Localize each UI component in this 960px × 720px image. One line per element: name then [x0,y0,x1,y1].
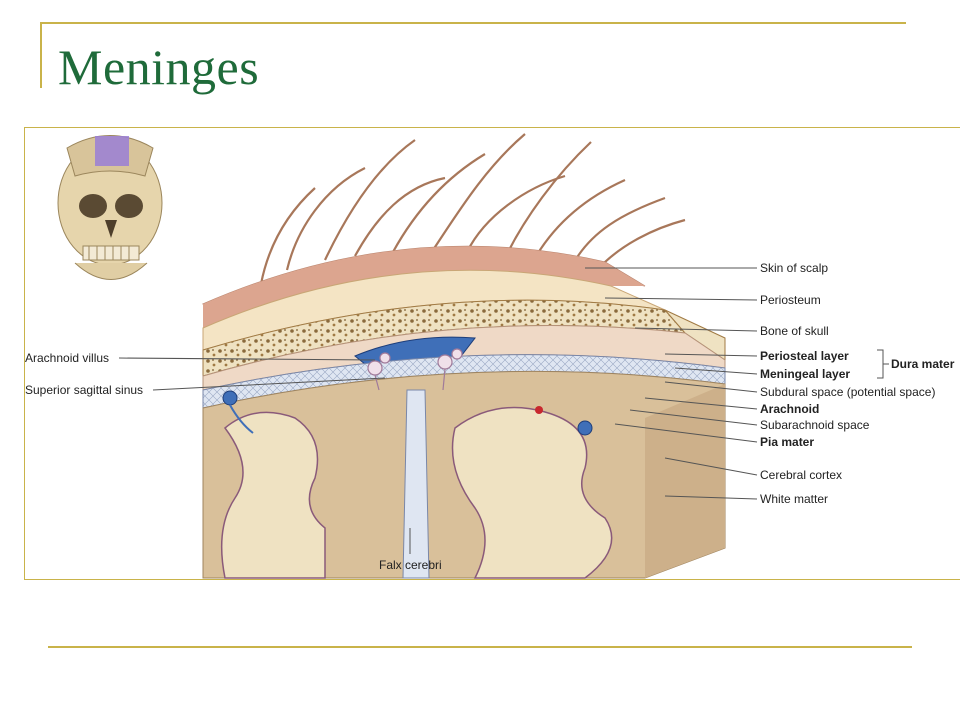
slide-title: Meninges [58,39,260,95]
left-rule [40,22,42,88]
cortex-folds [220,406,613,579]
right-labels: Skin of scalp Periosteum Bone of skull P… [760,261,955,506]
meninges-illustration: Skin of scalp Periosteum Bone of skull P… [25,133,955,579]
leader-lines [118,267,889,554]
label-periosteum: Periosteum [760,293,821,307]
label-arachnoid-villus: Arachnoid villus [25,351,109,365]
label-white-matter: White matter [760,492,828,506]
label-superior-sagittal-sinus: Superior sagittal sinus [25,383,143,397]
label-skin-of-scalp: Skin of scalp [760,261,828,275]
label-dura-mater: Dura mater [891,357,955,371]
hair-strands [259,133,686,285]
arachnoid-villi [367,348,463,391]
label-falx-cerebri: Falx cerebri [379,558,442,572]
label-cerebral-cortex: Cerebral cortex [760,468,842,482]
label-arachnoid: Arachnoid [760,402,819,416]
left-labels: Arachnoid villus Superior sagittal sinus [25,351,143,397]
top-rule [40,22,906,24]
bottom-rule [48,646,912,648]
label-subarachnoid-space: Subarachnoid space [760,418,870,432]
skull-inset [57,135,163,280]
label-subdural-space: Subdural space (potential space) [760,385,935,399]
label-meningeal-layer: Meningeal layer [760,367,850,381]
figure-frame: Skin of scalp Periosteum Bone of skull P… [24,127,960,580]
label-periosteal-layer: Periosteal layer [760,349,849,363]
label-pia-mater: Pia mater [760,435,814,449]
falx-cerebri [402,389,430,579]
label-bone-of-skull: Bone of skull [760,324,829,338]
